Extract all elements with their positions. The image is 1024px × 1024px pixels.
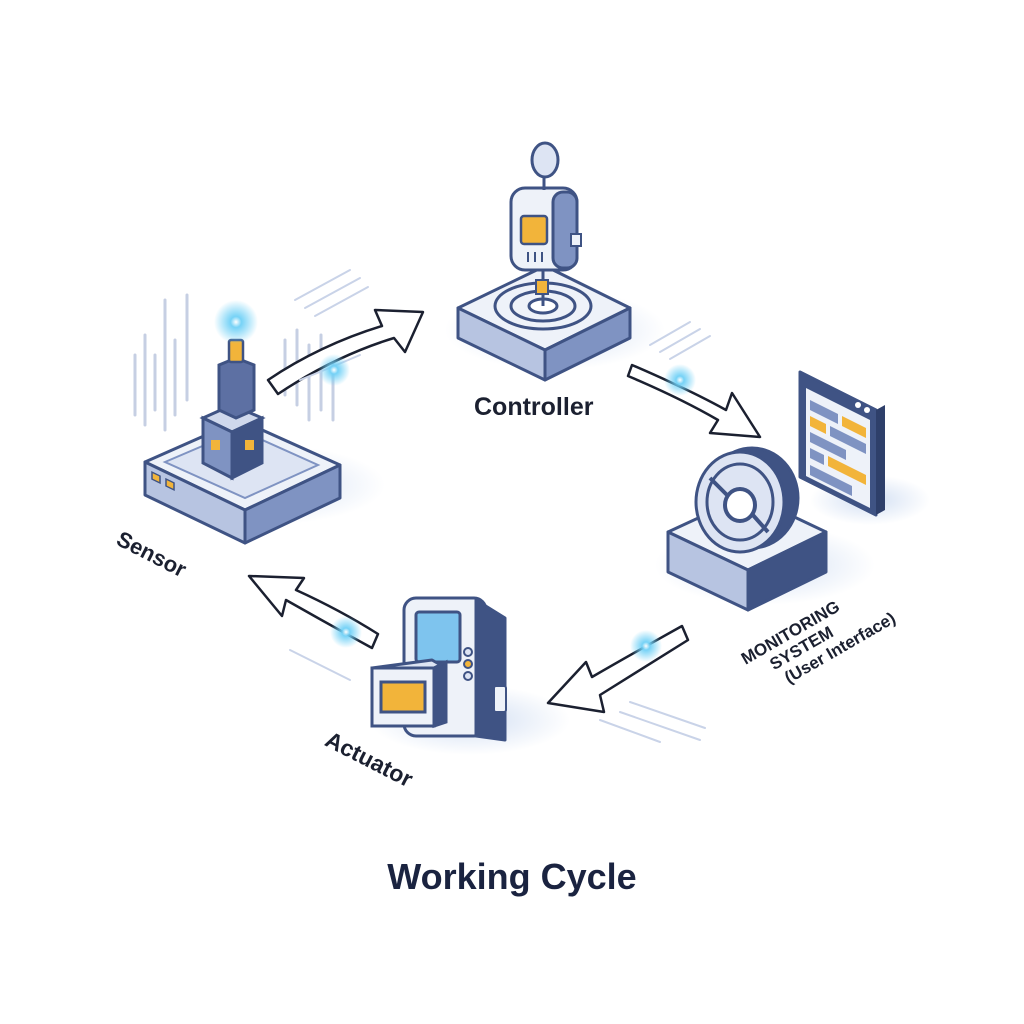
controller-label: Controller bbox=[474, 393, 594, 421]
arrow-sensor-to-controller bbox=[266, 308, 425, 396]
actuator-device-icon bbox=[370, 596, 570, 755]
signal-glows bbox=[318, 354, 696, 662]
monitoring-screen-icon bbox=[798, 370, 930, 525]
controller-device-icon bbox=[445, 141, 711, 382]
monitoring-wheel-icon bbox=[655, 446, 875, 612]
arrow-monitor-to-actuator bbox=[546, 624, 706, 743]
sensor-device-icon bbox=[133, 269, 385, 545]
diagram-title: Working Cycle bbox=[387, 856, 637, 897]
